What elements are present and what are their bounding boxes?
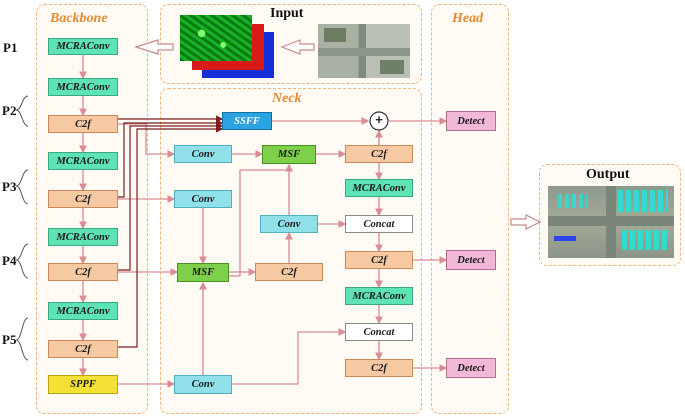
neck-conv-p2: Conv: [174, 145, 232, 163]
backbone-sppf: SPPF: [48, 375, 118, 394]
neck-mcraconv-2: MCRAConv: [345, 287, 413, 305]
neck-c2f-top: C2f: [345, 145, 413, 163]
neck-c2f-3: C2f: [345, 359, 413, 377]
neck-concat-1: Concat: [345, 215, 413, 233]
input-aerial-image: [318, 24, 410, 78]
backbone-mcraconv-1: MCRAConv: [48, 38, 118, 55]
neck-conv-bottom: Conv: [174, 375, 232, 394]
head-detect-3: Detect: [446, 358, 496, 378]
neck-concat-2: Concat: [345, 323, 413, 341]
stage-p5: P5: [2, 332, 17, 347]
backbone-mcraconv-2: MCRAConv: [48, 78, 118, 96]
output-title: Output: [586, 167, 630, 182]
backbone-c2f-p4: C2f: [48, 263, 118, 281]
backbone-c2f-p3: C2f: [48, 190, 118, 208]
output-detection-image: [548, 186, 674, 258]
stage-p1: P1: [3, 40, 18, 55]
neck-c2f-mid: C2f: [255, 263, 323, 281]
backbone-mcraconv-5: MCRAConv: [48, 302, 118, 320]
head-detect-2: Detect: [446, 250, 496, 270]
add-symbol: +: [375, 112, 383, 127]
neck-msf-mid: MSF: [177, 263, 229, 282]
neck-conv-p3: Conv: [174, 190, 232, 208]
stage-p3: P3: [2, 179, 17, 194]
input-title: Input: [270, 6, 304, 21]
backbone-c2f-p2: C2f: [48, 115, 118, 133]
rgb-channel-stack: [178, 12, 278, 80]
neck-mcraconv-1: MCRAConv: [345, 179, 413, 197]
head-panel: [431, 4, 509, 414]
backbone-mcraconv-4: MCRAConv: [48, 228, 118, 246]
neck-ssff: SSFF: [222, 112, 272, 130]
backbone-c2f-p5: C2f: [48, 340, 118, 358]
head-title: Head: [452, 11, 484, 26]
stage-p4: P4: [2, 253, 17, 268]
neck-msf-top: MSF: [262, 145, 316, 164]
head-detect-1: Detect: [446, 111, 496, 131]
neck-c2f-2: C2f: [345, 251, 413, 269]
neck-title: Neck: [272, 91, 302, 106]
stage-p2: P2: [2, 103, 17, 118]
add-circle: [369, 111, 389, 131]
backbone-mcraconv-3: MCRAConv: [48, 152, 118, 170]
neck-conv-mid: Conv: [260, 215, 318, 233]
backbone-title: Backbone: [50, 11, 108, 26]
